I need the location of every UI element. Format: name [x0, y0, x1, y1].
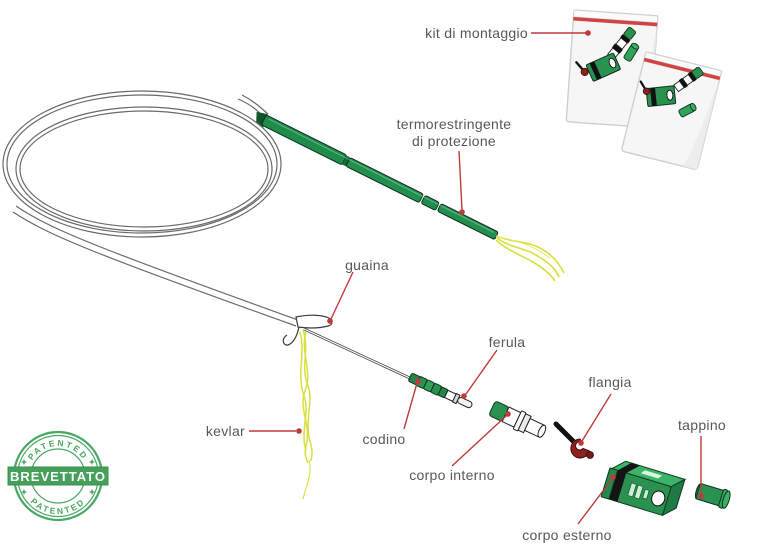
- label-corpo-esterno: corpo esterno: [522, 527, 612, 543]
- mounting-kit-bags: [565, 9, 723, 170]
- leader-termorestringente: [458, 150, 465, 215]
- leader-codino: [403, 378, 421, 430]
- inner-body: [489, 401, 547, 438]
- leader-tappino: [698, 436, 704, 499]
- heat-shrink-tube: [256, 111, 499, 240]
- stamp-banner-text: BREVETTATO: [10, 469, 106, 484]
- leader-corpo-interno: [451, 411, 511, 467]
- flange: [553, 421, 594, 459]
- leader-guaina: [327, 271, 354, 324]
- patent-stamp: PATENTED PATENTED BREVETTATO: [7, 430, 109, 522]
- fiber-cable: [303, 327, 413, 381]
- label-codino: codino: [362, 431, 406, 447]
- bag-2-contents: [639, 66, 704, 118]
- label-guaina: guaina: [345, 257, 389, 273]
- kit-bag-2: [621, 51, 723, 170]
- cable-coil: [2, 90, 282, 238]
- label-kevlar: kevlar: [205, 423, 245, 439]
- stamp-stars: [20, 458, 96, 496]
- leader-kevlar: [249, 428, 302, 434]
- kevlar-strands-hanging: [299, 329, 313, 500]
- leader-ferula: [461, 349, 498, 399]
- leader-kit-di-montaggio: [531, 30, 591, 36]
- bag-1-contents: [575, 27, 640, 82]
- label-kit-di-montaggio: kit di montaggio: [425, 25, 528, 41]
- label-termorestringente-line1: termorestringente: [396, 116, 512, 132]
- kevlar-strands-end: [495, 235, 565, 282]
- label-termorestringente-line2: di protezione: [411, 133, 497, 149]
- label-corpo-interno: corpo interno: [409, 467, 495, 483]
- label-tappino: tappino: [677, 417, 727, 433]
- leader-flangia: [578, 393, 612, 446]
- label-termorestringente: termorestringente di protezione: [383, 116, 525, 150]
- label-ferula: ferula: [488, 334, 526, 350]
- pigtail-connector: [408, 373, 473, 409]
- outer-body: [600, 460, 687, 517]
- label-flangia: flangia: [588, 374, 632, 390]
- cable-tail: [12, 205, 299, 327]
- leader-corpo-esterno: [577, 474, 616, 525]
- dust-cap: [694, 483, 731, 509]
